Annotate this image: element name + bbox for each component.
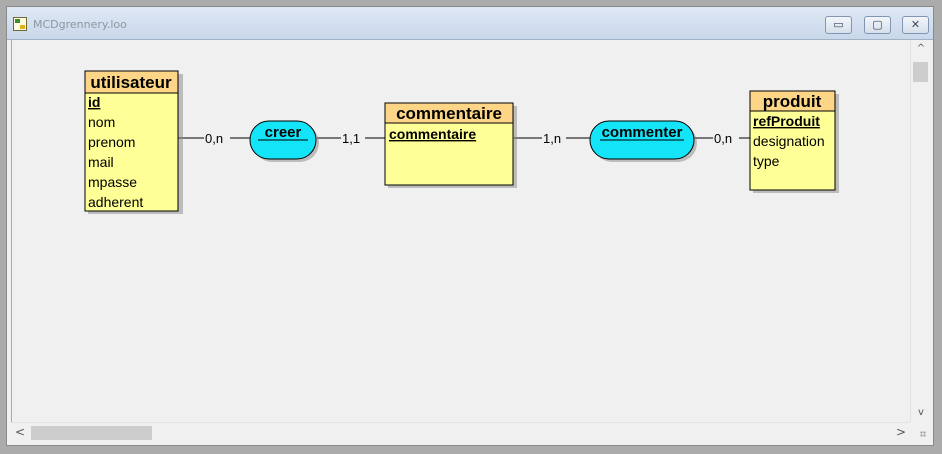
entity-key-commentaire: commentaire xyxy=(389,126,476,142)
window-title: MCDgrennery.loo xyxy=(33,18,127,31)
minimize-icon: ▭ xyxy=(833,18,844,31)
mcd-diagram: 0,n 1,1 1,n 0,n utilisateur id nom preno… xyxy=(84,70,839,214)
diagram-canvas[interactable]: 0,n 1,1 1,n 0,n utilisateur id nom preno… xyxy=(11,40,911,422)
entity-produit[interactable]: produit refProduit designation type xyxy=(749,90,839,193)
attribute-mail: mail xyxy=(88,154,114,170)
entity-title-utilisateur: utilisateur xyxy=(90,73,172,92)
cardinality-creer-commentaire: 1,1 xyxy=(342,131,360,146)
title-bar[interactable]: MCDgrennery.loo ▭ ▢ ✕ xyxy=(7,7,933,40)
cardinality-commenter-produit: 0,n xyxy=(714,131,732,146)
close-button[interactable]: ✕ xyxy=(902,16,929,34)
attribute-mpasse: mpasse xyxy=(88,174,137,190)
attribute-adherent: adherent xyxy=(88,194,143,210)
association-title-commenter: commenter xyxy=(602,124,683,141)
horizontal-scroll-thumb[interactable] xyxy=(31,426,152,440)
entity-commentaire[interactable]: commentaire commentaire xyxy=(384,102,517,188)
vertical-scrollbar[interactable]: ^ v xyxy=(910,40,931,422)
close-icon: ✕ xyxy=(910,18,921,31)
scroll-right-icon[interactable]: > xyxy=(895,425,907,439)
entity-utilisateur[interactable]: utilisateur id nom prenom mail mpasse ad… xyxy=(84,70,183,214)
horizontal-scrollbar[interactable]: < > xyxy=(11,422,910,442)
attribute-designation: designation xyxy=(753,133,825,149)
cardinality-labels: 0,n 1,1 1,n 0,n xyxy=(204,130,739,146)
attribute-nom: nom xyxy=(88,114,115,130)
entity-title-commentaire: commentaire xyxy=(396,104,502,123)
entity-key-refproduit: refProduit xyxy=(753,113,820,129)
resize-grip-icon[interactable] xyxy=(910,422,930,441)
association-commenter[interactable]: commenter xyxy=(589,120,697,162)
scroll-left-icon[interactable]: < xyxy=(14,425,26,439)
minimize-button[interactable]: ▭ xyxy=(825,16,852,34)
vertical-scroll-thumb[interactable] xyxy=(913,62,928,82)
entity-title-produit: produit xyxy=(763,92,822,111)
association-creer[interactable]: creer xyxy=(249,120,319,162)
scroll-up-icon[interactable]: ^ xyxy=(916,43,926,54)
attribute-prenom: prenom xyxy=(88,134,135,150)
entity-key-id: id xyxy=(88,94,100,110)
cardinality-utilisateur-creer: 0,n xyxy=(205,131,223,146)
association-title-creer: creer xyxy=(265,124,302,141)
restore-button[interactable]: ▢ xyxy=(864,16,891,34)
restore-icon: ▢ xyxy=(872,18,883,31)
mcd-window: MCDgrennery.loo ▭ ▢ ✕ 0,n 1,1 1,n 0, xyxy=(6,6,934,446)
cardinality-commentaire-commenter: 1,n xyxy=(543,131,561,146)
scroll-down-icon[interactable]: v xyxy=(918,407,924,418)
app-icon xyxy=(13,17,27,31)
attribute-type: type xyxy=(753,153,780,169)
